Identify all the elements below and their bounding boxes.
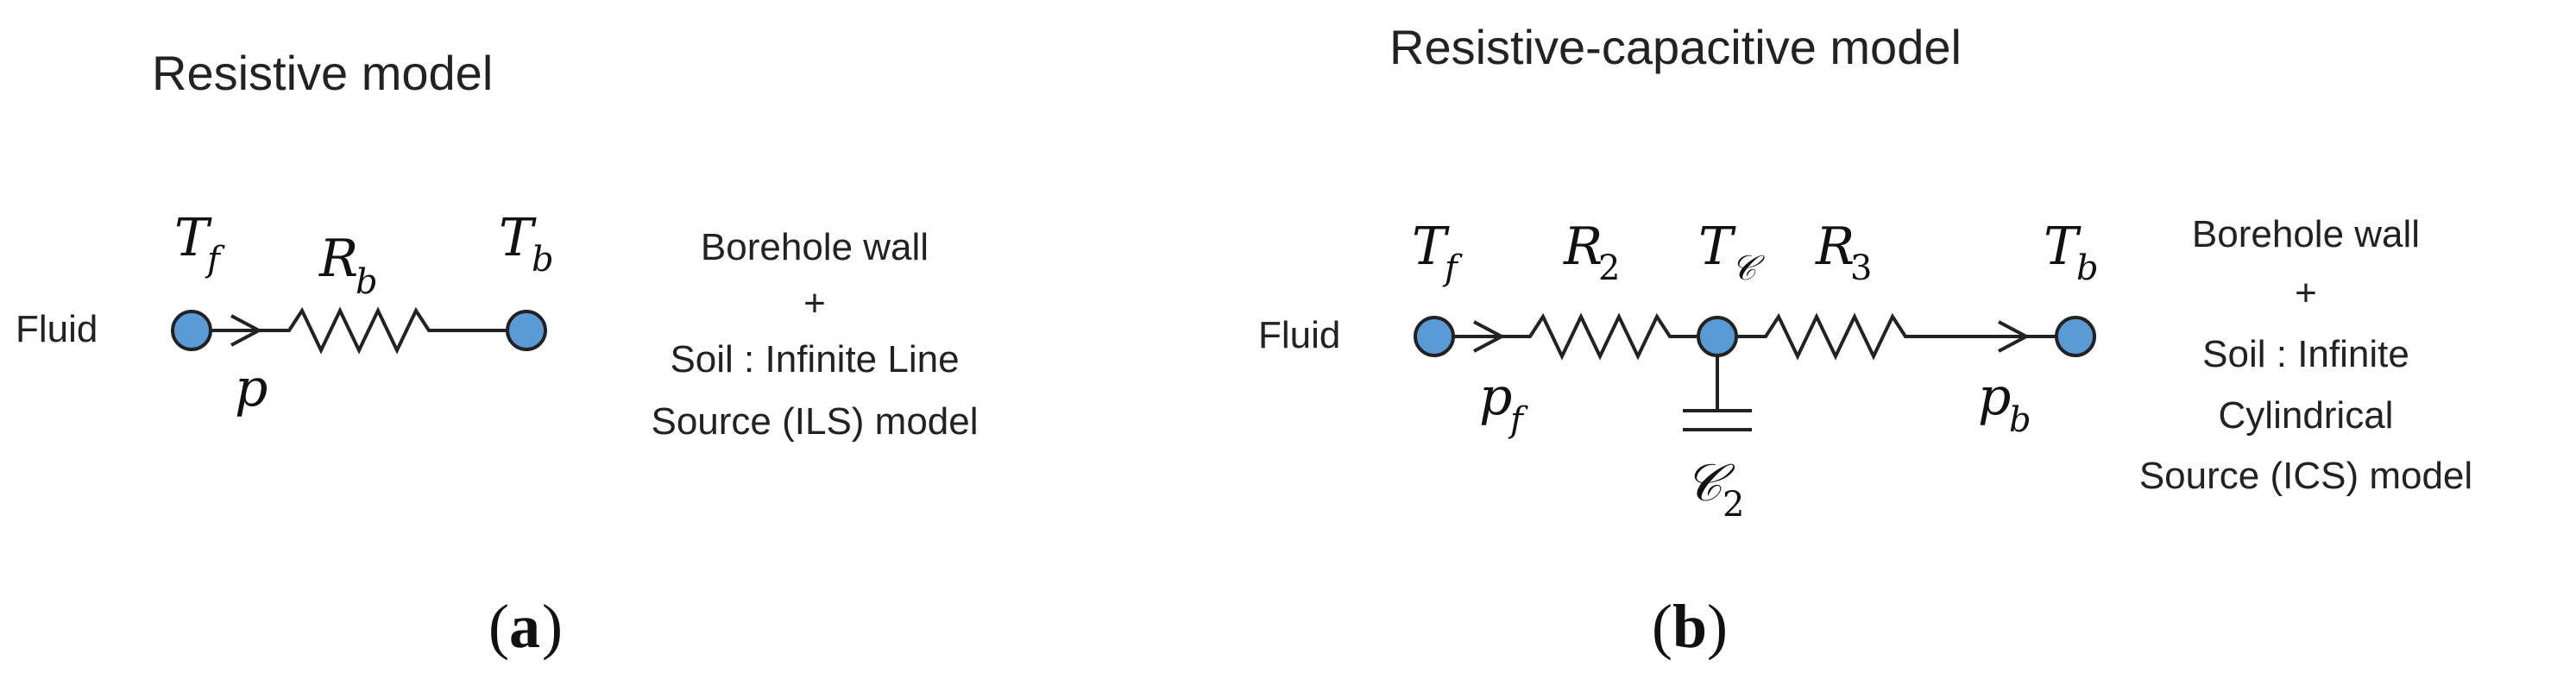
panel-b-tb-label: T b	[2044, 217, 2099, 288]
svg-text:): )	[542, 592, 563, 661]
panel-b-arrow-right-icon	[1998, 320, 2031, 353]
svg-text:3: 3	[1850, 248, 1872, 288]
panel-a-rb-label: R b	[318, 229, 378, 302]
svg-text:b: b	[356, 262, 378, 302]
panel-a-wire	[192, 306, 526, 355]
svg-text:p: p	[1479, 367, 1512, 427]
panel-a-tf-label: T f	[174, 208, 225, 280]
panel-a-title: Resistive model	[152, 46, 493, 100]
svg-text:2: 2	[1723, 485, 1744, 525]
panel-b-side-line-1: Borehole wall	[2192, 213, 2420, 255]
panel-b-caption: ( b )	[1652, 592, 1728, 661]
panel-b-node-right	[2055, 316, 2096, 357]
panel-b-arrow-left-icon	[1473, 320, 1506, 353]
panel-a-caption: ( a )	[488, 592, 563, 661]
panel-b-node-mid	[1697, 316, 1738, 357]
svg-text:T: T	[499, 208, 537, 268]
svg-text:(: (	[488, 592, 509, 661]
panel-b-wire-right	[1717, 312, 2075, 361]
svg-text:): )	[1707, 592, 1728, 661]
panel-b-c2-label: 𝒞 2	[1685, 453, 1744, 525]
panel-b: Resistive-capacitive model Fluid T f R 2…	[1258, 20, 2472, 661]
panel-a-p-label: p	[235, 358, 268, 418]
svg-text:b: b	[1672, 592, 1707, 661]
svg-text:T: T	[1412, 217, 1450, 277]
panel-a: Resistive model Fluid T f R b T b p Bore…	[16, 46, 979, 661]
panel-b-tf-label: T f	[1412, 217, 1463, 288]
svg-text:T: T	[174, 208, 212, 268]
panel-b-tc-label: T 𝒞	[1698, 217, 1765, 288]
svg-text:𝒞: 𝒞	[1731, 248, 1765, 288]
panel-b-fluid-label: Fluid	[1258, 314, 1340, 356]
panel-a-fluid-label: Fluid	[16, 308, 98, 350]
svg-text:2: 2	[1598, 248, 1620, 288]
svg-text:R: R	[1563, 217, 1603, 277]
svg-text:R: R	[318, 229, 358, 289]
panel-b-wire-left	[1434, 312, 1717, 361]
panel-a-side-line-2: +	[803, 282, 826, 324]
panel-a-arrow-icon	[230, 314, 263, 347]
panel-a-side-line-3: Soil : Infinite Line	[670, 338, 959, 380]
svg-text:p: p	[1978, 367, 2011, 427]
svg-text:f: f	[205, 240, 225, 280]
panel-b-r3-label: R 3	[1815, 217, 1872, 288]
panel-a-side-text: Borehole wall + Soil : Infinite Line Sou…	[651, 226, 978, 443]
svg-text:f: f	[1508, 400, 1528, 440]
panel-a-side-line-1: Borehole wall	[701, 226, 929, 268]
svg-text:b: b	[2076, 248, 2099, 288]
svg-text:a: a	[509, 592, 540, 661]
panel-b-side-line-2: +	[2295, 272, 2317, 314]
svg-text:b: b	[2009, 400, 2031, 440]
panel-b-pb-label: p b	[1978, 367, 2031, 440]
svg-text:R: R	[1815, 217, 1855, 277]
panel-b-title: Resistive-capacitive model	[1389, 20, 1962, 74]
panel-b-side-line-3: Soil : Infinite	[2202, 333, 2409, 375]
panel-a-side-line-4: Source (ILS) model	[651, 400, 978, 443]
panel-a-node-left	[171, 310, 212, 351]
panel-b-side-text: Borehole wall + Soil : Infinite Cylindri…	[2139, 213, 2472, 497]
panel-b-side-line-5: Source (ICS) model	[2139, 455, 2472, 497]
panel-b-r2-label: R 2	[1563, 217, 1620, 288]
panel-b-side-line-4: Cylindrical	[2219, 394, 2394, 437]
svg-text:T: T	[2044, 217, 2082, 277]
panel-a-node-right	[506, 310, 547, 351]
panel-b-pf-label: p f	[1479, 367, 1528, 440]
svg-text:b: b	[532, 240, 554, 280]
panel-b-node-left	[1414, 316, 1455, 357]
svg-text:T: T	[1698, 217, 1736, 277]
svg-text:(: (	[1652, 592, 1672, 661]
panel-a-tb-label: T b	[499, 208, 554, 280]
svg-text:f: f	[1442, 248, 1463, 288]
